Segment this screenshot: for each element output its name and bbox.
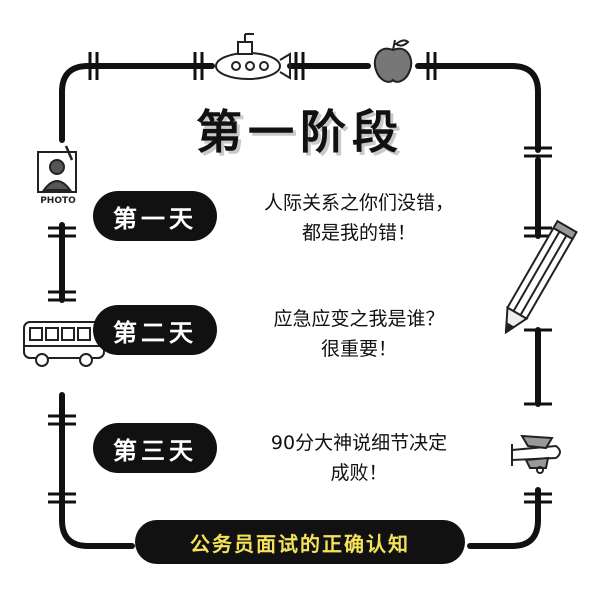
- day-description-line: 人际关系之你们没错，: [263, 192, 454, 214]
- submarine-icon: [215, 33, 291, 80]
- apple-icon: [373, 39, 413, 83]
- photo-icon: [37, 145, 77, 193]
- day-description-line: 成败！: [330, 462, 388, 484]
- day-description-3: 90分大神说细节决定 成败！: [224, 428, 494, 488]
- day-badge-2: 第二天: [93, 305, 217, 355]
- day-description-line: 90分大神说细节决定: [270, 432, 448, 454]
- day-description-2: 应急应变之我是谁？ 很重要！: [224, 304, 494, 364]
- day-description-line: 都是我的错！: [301, 222, 416, 244]
- day-description-1: 人际关系之你们没错， 都是我的错！: [224, 188, 494, 248]
- bus-icon: [23, 321, 105, 367]
- airplane-icon: [511, 434, 561, 474]
- page-title: 第一阶段: [196, 105, 404, 159]
- day-badge-3: 第三天: [93, 423, 217, 473]
- photo-label: PHOTO: [40, 196, 76, 206]
- day-badge-1: 第一天: [93, 191, 217, 241]
- footer-banner: 公务员面试的正确认知: [135, 520, 465, 564]
- day-description-line: 应急应变之我是谁？: [273, 308, 445, 330]
- pencil-icon: [504, 219, 578, 335]
- day-description-line: 很重要！: [320, 338, 397, 360]
